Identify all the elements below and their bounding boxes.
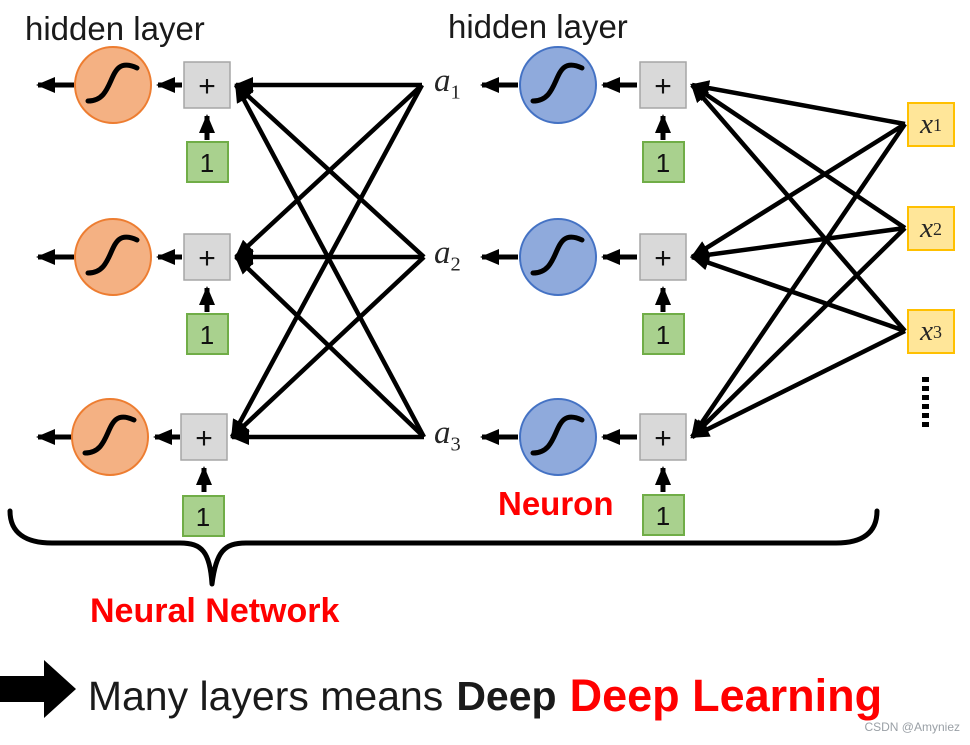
caption-sentence: Many layers means Deep Deep Learning: [0, 660, 970, 732]
sum-node: [639, 233, 687, 281]
connection-line: [690, 254, 906, 334]
bias-node: [642, 313, 685, 355]
bias-label: 1: [200, 320, 214, 350]
block-arrow-icon: [0, 660, 76, 718]
sum-node: [180, 413, 228, 461]
sigmoid-neuron-icon: [519, 46, 597, 124]
sum-label: +: [654, 422, 672, 455]
sum-label: +: [198, 70, 216, 103]
sum-label: +: [654, 70, 672, 103]
neuron-annotation: Neuron: [498, 485, 614, 522]
connection-line: [690, 122, 907, 259]
caption-emphasis: Deep: [456, 672, 557, 719]
sigmoid-curve-icon: [530, 234, 585, 276]
connection-line: [234, 83, 426, 259]
input-nodes: [907, 102, 955, 354]
activation-sub: 3: [450, 433, 461, 456]
connection-line: [230, 83, 424, 439]
connection-line: [690, 225, 906, 263]
sigmoid-curve-icon: [85, 234, 140, 276]
input-base: x: [920, 108, 933, 140]
connection-line: [690, 122, 907, 439]
neural-network-annotation: Neural Network: [90, 592, 340, 630]
bias-node: [186, 141, 229, 183]
bias-label: 1: [200, 148, 214, 178]
input-base: x: [920, 315, 933, 347]
more-inputs-ellipsis-icon: [922, 377, 929, 427]
right-neuron-row-1: + 1: [480, 46, 687, 183]
connection-line: [690, 328, 907, 440]
activation-base: a: [434, 415, 451, 451]
activation-sub: 2: [450, 253, 461, 276]
left-neuron-row-2: + 1: [36, 218, 231, 355]
right-fan-connections: [690, 80, 907, 440]
connection-line: [690, 83, 907, 230]
connection-line: [234, 255, 426, 439]
bias-label: 1: [656, 501, 670, 531]
input-node: [907, 206, 955, 251]
sum-label: +: [198, 242, 216, 275]
activation-label-a2: a2: [434, 235, 461, 275]
input-base: x: [920, 212, 933, 244]
caption-result: Deep Learning: [569, 670, 883, 721]
sum-node: [639, 61, 687, 109]
activation-label-a3: a3: [434, 415, 461, 455]
left-fan-connections: [230, 77, 426, 445]
left-neuron-row-1: + 1: [36, 46, 231, 183]
watermark: CSDN @Amyniez: [864, 720, 960, 734]
activation-label-a1: a1: [434, 63, 461, 103]
sigmoid-neuron-icon: [74, 46, 152, 124]
bias-node: [182, 495, 225, 537]
activation-base: a: [434, 235, 451, 271]
sigmoid-curve-icon: [85, 62, 140, 104]
bias-label: 1: [656, 148, 670, 178]
sum-node: [639, 413, 687, 461]
sum-label: +: [654, 242, 672, 275]
connection-line: [690, 226, 907, 439]
activation-base: a: [434, 63, 451, 99]
sigmoid-neuron-icon: [71, 398, 149, 476]
bias-node: [642, 494, 685, 536]
connection-line: [690, 80, 906, 127]
bias-node: [642, 141, 685, 183]
sigmoid-curve-icon: [82, 414, 137, 456]
bias-label: 1: [656, 320, 670, 350]
left-neuron-row-3: + 1: [36, 398, 228, 537]
activation-sub: 1: [450, 81, 461, 104]
right-neuron-row-2: + 1: [480, 218, 687, 355]
curly-brace: [7, 508, 880, 587]
sigmoid-curve-icon: [530, 62, 585, 104]
connection-line: [234, 83, 426, 439]
bias-label: 1: [196, 502, 210, 532]
sigmoid-neuron-icon: [519, 218, 597, 296]
sigmoid-neuron-icon: [74, 218, 152, 296]
sum-label: +: [195, 422, 213, 455]
bias-node: [186, 313, 229, 355]
connection-line: [690, 83, 907, 333]
hidden-layer-title-right: hidden layer: [448, 8, 628, 45]
hidden-layer-title-left: hidden layer: [25, 10, 205, 47]
right-neuron-row-3: + 1: [480, 398, 687, 536]
input-node: [907, 309, 955, 354]
sum-node: [183, 233, 231, 281]
caption-prefix: Many layers means: [87, 672, 444, 719]
input-node: [907, 102, 955, 147]
sigmoid-curve-icon: [530, 414, 585, 456]
sum-node: [183, 61, 231, 109]
sigmoid-neuron-icon: [519, 398, 597, 476]
